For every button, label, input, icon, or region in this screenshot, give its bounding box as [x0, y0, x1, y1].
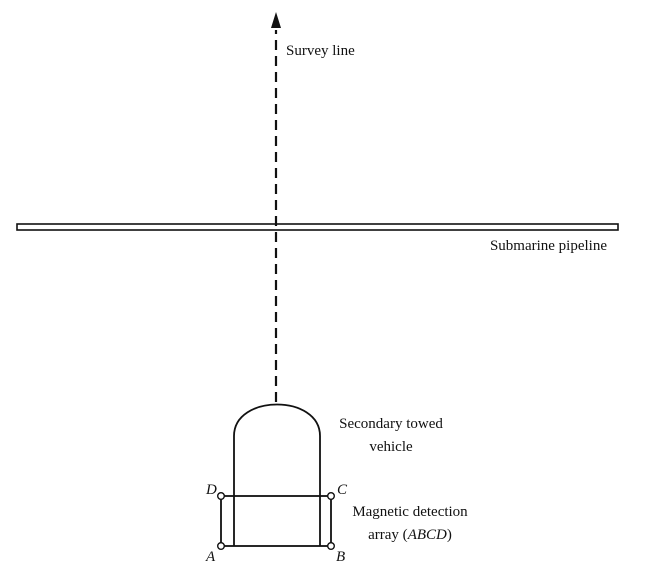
survey-line-arrowhead: [271, 12, 281, 28]
sensor-point-b: [327, 542, 336, 551]
array-label-prefix: array (: [368, 527, 408, 543]
towed-vehicle-shape: [233, 403, 321, 546]
pipeline-label: Submarine pipeline: [490, 238, 607, 254]
point-label-a: A: [205, 549, 216, 565]
array-label-italic: ABCD: [407, 527, 447, 543]
sensor-point-a: [216, 542, 225, 551]
pipeline-shape: [16, 223, 619, 231]
detection-array-rect: [220, 495, 332, 547]
array-label-suffix: ): [447, 527, 452, 543]
point-label-c: C: [337, 482, 348, 498]
point-label-b: B: [336, 549, 345, 565]
point-label-d: D: [205, 482, 217, 498]
vehicle-label-line2: vehicle: [369, 439, 413, 455]
survey-line-label: Survey line: [286, 43, 355, 59]
sensor-point-d: [216, 492, 225, 501]
array-label-line2: array (ABCD): [368, 527, 452, 543]
sensor-point-c: [327, 492, 336, 501]
array-label-line1: Magnetic detection: [352, 504, 468, 520]
vehicle-label-line1: Secondary towed: [339, 416, 443, 432]
